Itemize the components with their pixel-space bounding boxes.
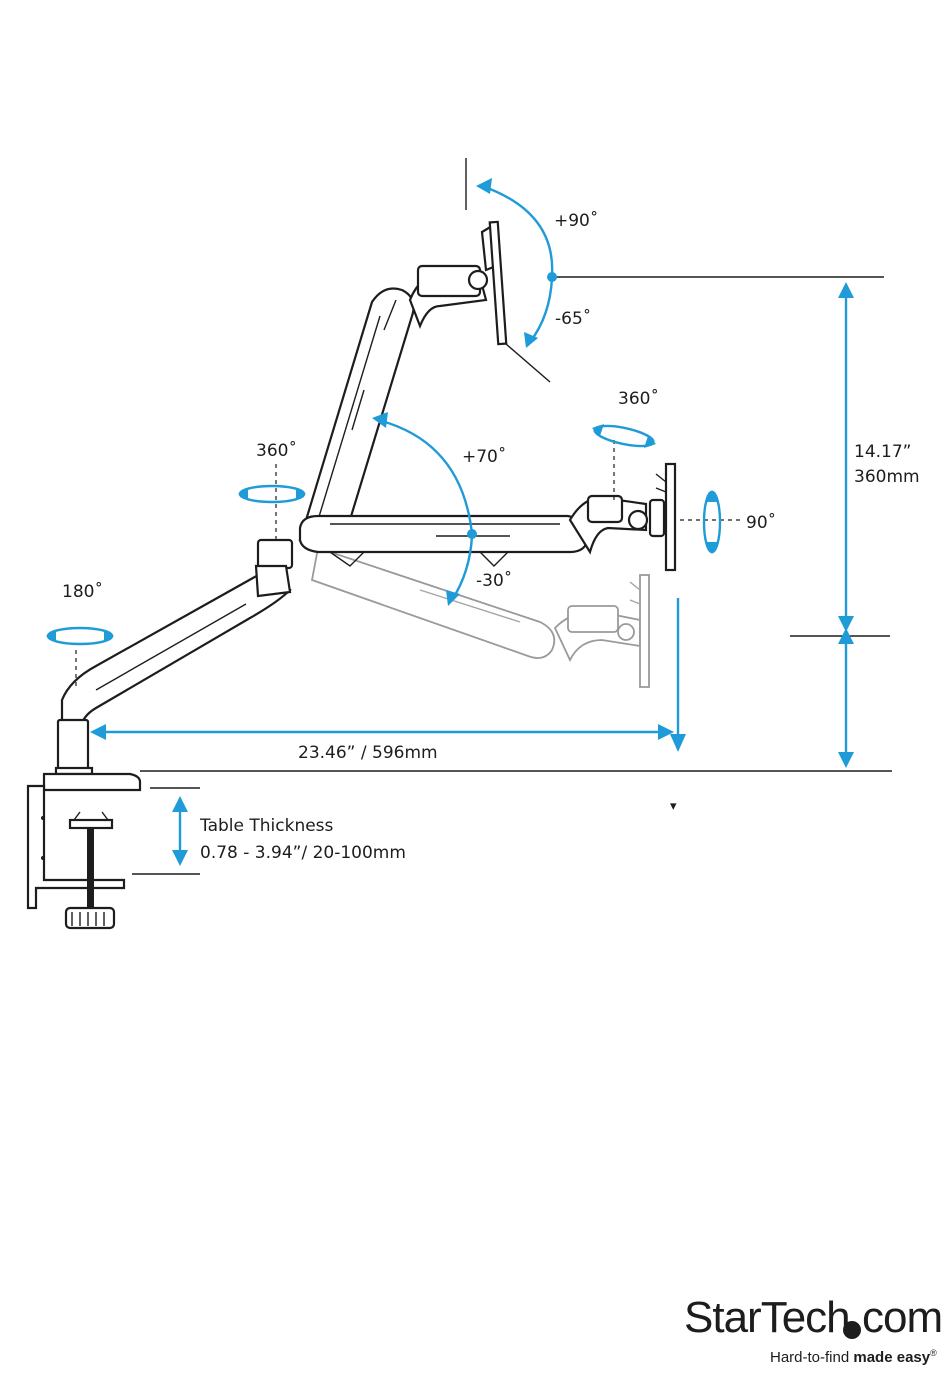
brand-tag-bold: made easy — [853, 1349, 930, 1366]
svg-text:Hard-to-find made easy®: Hard-to-find made easy® — [770, 1348, 937, 1366]
brand-name-b: com — [862, 1293, 942, 1342]
base-swivel-label: 180˚ — [62, 581, 103, 602]
brand-tag-light: Hard-to-find — [770, 1349, 853, 1366]
brand-tag-mark: ® — [930, 1348, 937, 1358]
marker-glyph: ▾ — [670, 799, 677, 814]
brand-dot-icon — [843, 1321, 861, 1339]
base-arm — [56, 540, 292, 774]
height-inches-label: 14.17” — [854, 442, 911, 462]
svg-text:com: com — [862, 1293, 942, 1342]
lowered-arm-ghost — [312, 548, 649, 687]
rotate-label: 90˚ — [746, 512, 776, 533]
raised-arm — [300, 222, 506, 546]
height-mm-label: 360mm — [854, 467, 920, 487]
swivel-top-label: 360˚ — [618, 388, 659, 409]
arm-up-label: +70˚ — [462, 446, 506, 467]
table-thickness-range: 0.78 - 3.94”/ 20-100mm — [200, 843, 406, 863]
tilt-down-label: -65˚ — [555, 308, 591, 329]
tilt-up-label: +90˚ — [554, 210, 598, 231]
swivel-mid-label: 360˚ — [256, 440, 297, 461]
table-thickness-title: Table Thickness — [199, 816, 334, 836]
startech-logo: StarTech com Hard-to-find made easy® — [684, 1293, 942, 1366]
reach-label: 23.46” / 596mm — [298, 743, 438, 763]
arm-down-label: -30˚ — [476, 570, 512, 591]
brand-name-a: StarTech — [684, 1293, 850, 1342]
desk-clamp — [28, 774, 140, 928]
svg-text:StarTech: StarTech — [684, 1293, 850, 1342]
